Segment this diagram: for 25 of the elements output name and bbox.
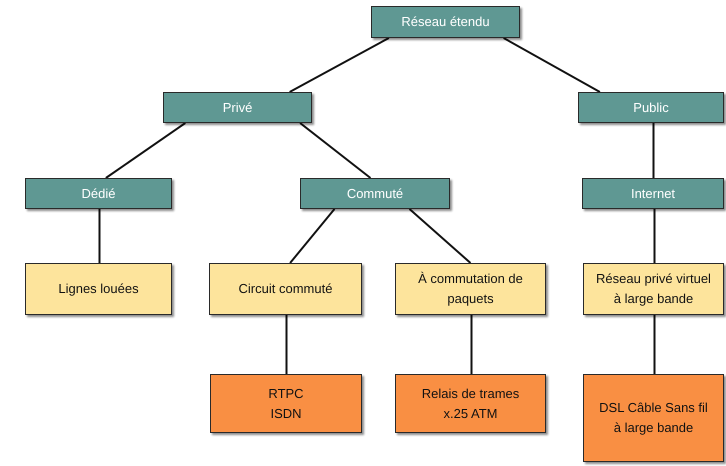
example-box: Relais de trames x.25 ATM (395, 374, 546, 433)
example-box: RTPC ISDN (210, 374, 362, 433)
connector-line (503, 37, 600, 93)
category-box: Dédié (25, 178, 172, 209)
category-box: Réseau étendu (371, 6, 520, 38)
connector-line (289, 208, 336, 264)
connector-line (470, 315, 472, 374)
technology-box: À commutation de paquets (395, 263, 546, 315)
connector-line (105, 122, 186, 179)
category-box: Internet (582, 178, 724, 209)
connector-line (299, 122, 372, 179)
technology-box: Réseau privé virtuel à large bande (583, 263, 724, 315)
technology-box: Lignes louées (25, 263, 172, 315)
connector-line (286, 315, 288, 374)
category-box: Commuté (300, 178, 450, 209)
connector-line (289, 37, 390, 93)
category-box: Privé (163, 92, 312, 123)
connector-line (408, 208, 472, 264)
connector-line (652, 123, 654, 178)
connector-line (654, 315, 656, 374)
technology-box: Circuit commuté (209, 263, 362, 315)
example-box: DSL Câble Sans fil à large bande (583, 374, 724, 462)
category-box: Public (578, 92, 724, 123)
connector-line (98, 209, 100, 263)
connector-line (654, 209, 656, 263)
